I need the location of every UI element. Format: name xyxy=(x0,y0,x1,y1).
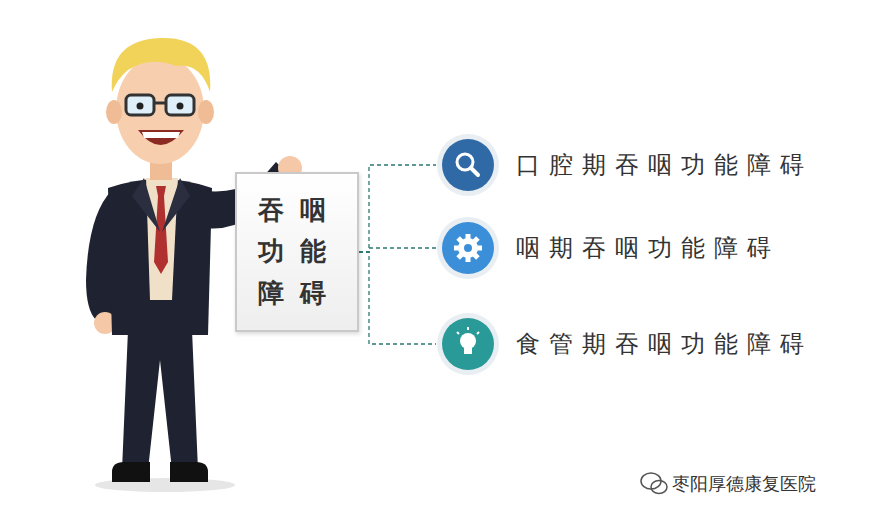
icon-circle xyxy=(436,133,500,197)
stage-item: 食管期吞咽功能障碍 xyxy=(436,312,813,376)
stage-label: 口腔期吞咽功能障碍 xyxy=(516,149,813,181)
icon-circle xyxy=(436,312,500,376)
sign-title: 吞咽功能障碍 xyxy=(250,190,344,315)
watermark: 枣阳厚德康复医院 xyxy=(672,472,816,496)
sign-board: 吞咽功能障碍 xyxy=(235,172,359,332)
dashed-connector xyxy=(359,248,436,252)
icon-circle xyxy=(436,216,500,280)
stage-item: 咽期吞咽功能障碍 xyxy=(436,216,780,280)
dashed-connector xyxy=(359,165,436,252)
dashed-connector xyxy=(359,252,436,344)
stage-label: 咽期吞咽功能障碍 xyxy=(516,232,780,264)
stage-label: 食管期吞咽功能障碍 xyxy=(516,328,813,360)
stage-item: 口腔期吞咽功能障碍 xyxy=(436,133,813,197)
